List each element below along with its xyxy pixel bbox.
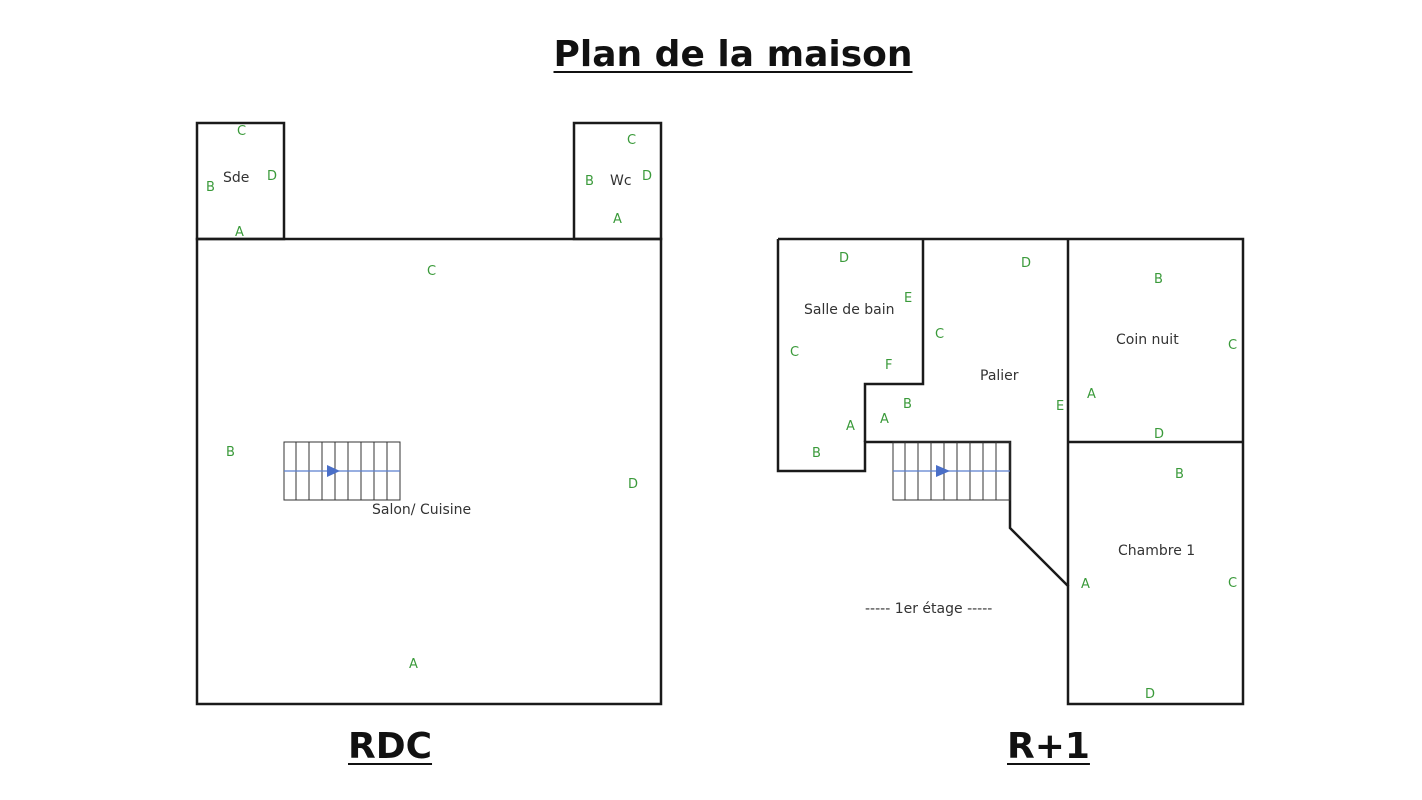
stair-arrow-icon <box>936 465 950 477</box>
wall-letter: E <box>1056 399 1064 414</box>
staircase-rdc <box>283 441 401 501</box>
wall-letter: D <box>267 169 277 184</box>
room-label-salon-cuisine: Salon/ Cuisine <box>372 502 471 518</box>
room-label-coin-nuit: Coin nuit <box>1116 332 1179 348</box>
wall-letter: A <box>613 212 622 227</box>
salon-cuisine-walls <box>195 237 663 706</box>
r1-outer-walls <box>776 237 1245 706</box>
room-label-wc: Wc <box>610 173 632 189</box>
r1-plan: Salle de bain Palier Coin nuit Chambre 1… <box>776 237 1245 706</box>
sde-walls <box>195 121 286 241</box>
floor-caption-1er-etage: ----- 1er étage ----- <box>865 601 992 617</box>
rdc-plan: Sde Wc Salon/ Cuisine C B D A C B D A C … <box>195 121 663 706</box>
room-label-salle-de-bain: Salle de bain <box>804 302 895 318</box>
wall-letter: C <box>1228 576 1237 591</box>
wall-letter: B <box>903 397 912 412</box>
wall-letter: A <box>1087 387 1096 402</box>
wall-letter: A <box>880 412 889 427</box>
wall-letter: C <box>427 264 436 279</box>
wall-letter: A <box>1081 577 1090 592</box>
wall-letter: C <box>1228 338 1237 353</box>
wall-letter: D <box>628 477 638 492</box>
wall-letter: B <box>1175 467 1184 482</box>
page-title: Plan de la maison <box>553 34 913 75</box>
wall-letter: F <box>885 358 892 373</box>
wall-letter: C <box>237 124 246 139</box>
wall-letter: D <box>1021 256 1031 271</box>
wall-letter: C <box>627 133 636 148</box>
wall-letter: D <box>642 169 652 184</box>
wall-letter: A <box>235 225 244 240</box>
floor-label-rdc: RDC <box>348 726 433 767</box>
wall-letter: B <box>1154 272 1163 287</box>
wall-letter: C <box>790 345 799 360</box>
wall-letter: D <box>1154 427 1164 442</box>
wall-letter: A <box>846 419 855 434</box>
room-label-chambre-1: Chambre 1 <box>1118 543 1195 559</box>
room-label-sde: Sde <box>223 170 249 186</box>
stair-arrow-icon <box>327 465 340 477</box>
wall-letter: D <box>839 251 849 266</box>
wall-letter: A <box>409 657 418 672</box>
sdb-inner-wall <box>863 239 925 442</box>
wc-walls <box>572 121 663 241</box>
wall-letter: B <box>812 446 821 461</box>
wall-letter: C <box>935 327 944 342</box>
floor-label-r1: R+1 <box>1007 726 1090 767</box>
wall-letter: E <box>904 291 912 306</box>
staircase-r1 <box>892 441 1011 501</box>
wall-letter: B <box>226 445 235 460</box>
wall-letter: B <box>206 180 215 195</box>
wall-letter: B <box>585 174 594 189</box>
wall-letter: D <box>1145 687 1155 702</box>
room-label-palier: Palier <box>980 368 1019 384</box>
